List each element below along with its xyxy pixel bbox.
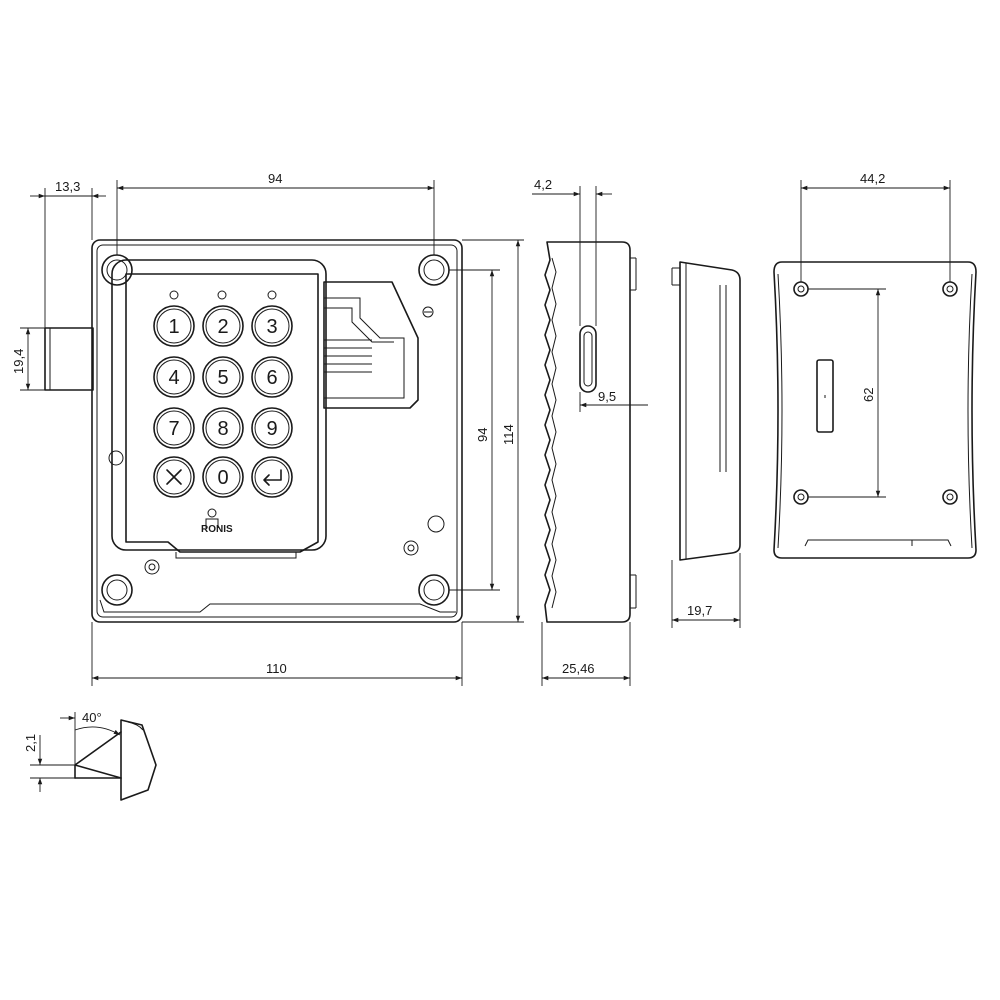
rear-slot — [816, 359, 834, 433]
dim-94-top: 94 — [268, 171, 282, 186]
enter-arrow-icon — [263, 469, 282, 486]
rear-hole-tr — [942, 281, 958, 297]
side-view — [544, 241, 637, 623]
dim-19-4: 19,4 — [11, 349, 26, 374]
rear-hole-br — [942, 489, 958, 505]
keypad-key-label: 2 — [217, 316, 228, 338]
bolt-detail-dimensions: 40° 2,1 — [23, 710, 121, 792]
rear-hole-bl — [793, 489, 809, 505]
dim-44-2: 44,2 — [860, 171, 885, 186]
rear-hole-tl — [793, 281, 809, 297]
side-dimensions: 4,2 9,5 25,46 — [532, 177, 648, 686]
dim-4-2: 4,2 — [534, 177, 552, 192]
dim-13-3: 13,3 — [55, 179, 80, 194]
bolt-detail — [74, 719, 157, 801]
keypad-key-6[interactable]: 6 — [251, 356, 293, 398]
keypad-key-label: 7 — [168, 418, 179, 440]
front-view: 1 2 3 4 5 6 7 8 9 0 RONIS — [44, 239, 463, 623]
keypad-key-8[interactable]: 8 — [202, 407, 244, 449]
led-indicator-1 — [169, 290, 179, 300]
dim-94-side: 94 — [475, 428, 490, 442]
keypad-key-1[interactable]: 1 — [153, 305, 195, 347]
rear-dimensions: 44,2 62 — [800, 171, 951, 498]
keypad-key-9[interactable]: 9 — [251, 407, 293, 449]
ronis-logo: RONIS — [201, 508, 233, 535]
keypad-panel: 1 2 3 4 5 6 7 8 9 0 RONIS — [111, 259, 327, 559]
mount-hole-br — [418, 574, 450, 606]
dim-40-deg: 40° — [82, 710, 102, 725]
keypad-key-label: 6 — [266, 367, 277, 389]
keypad-key-label: 3 — [266, 316, 277, 338]
keypad-key-label: 8 — [217, 418, 228, 440]
front-dimensions: 13,3 94 19,4 94 114 110 — [11, 171, 524, 686]
mount-hole-tr — [418, 254, 450, 286]
latch-mechanism — [323, 281, 419, 409]
rear-plate — [773, 261, 977, 559]
dim-110: 110 — [266, 661, 287, 676]
led-indicator-2 — [217, 290, 227, 300]
keypad-key-5[interactable]: 5 — [202, 356, 244, 398]
keypad-key-label: 4 — [168, 367, 179, 389]
dim-19-7: 19,7 — [687, 603, 712, 618]
side-body — [544, 241, 631, 623]
keypad-key-7[interactable]: 7 — [153, 407, 195, 449]
dim-25-46: 25,46 — [562, 661, 595, 676]
mount-hole-bl — [101, 574, 133, 606]
dim-2-1: 2,1 — [23, 734, 38, 752]
keypad-key-enter-arrow-icon[interactable] — [251, 456, 293, 498]
dim-62: 62 — [861, 388, 876, 402]
keypad-key-label: 0 — [217, 467, 228, 489]
rear-view — [773, 261, 977, 559]
lock-bolt — [44, 327, 94, 391]
keypad-key-label: 1 — [168, 316, 179, 338]
keypad-key-3[interactable]: 3 — [251, 305, 293, 347]
keypad-key-4[interactable]: 4 — [153, 356, 195, 398]
keypad-key-0[interactable]: 0 — [202, 456, 244, 498]
keypad-key-cancel-x-icon[interactable] — [153, 456, 195, 498]
dim-114: 114 — [501, 424, 516, 445]
brand-text: RONIS — [201, 524, 233, 535]
keypad-key-2[interactable]: 2 — [202, 305, 244, 347]
cancel-x-icon — [166, 469, 182, 485]
profile-dimensions: 19,7 — [671, 553, 741, 628]
side-slot — [579, 325, 597, 393]
dim-9-5: 9,5 — [598, 389, 616, 404]
lock-housing — [91, 239, 463, 623]
keypad-profile-view — [671, 261, 741, 561]
keypad-key-label: 5 — [217, 367, 228, 389]
keypad-key-label: 9 — [266, 418, 277, 440]
led-indicator-3 — [267, 290, 277, 300]
